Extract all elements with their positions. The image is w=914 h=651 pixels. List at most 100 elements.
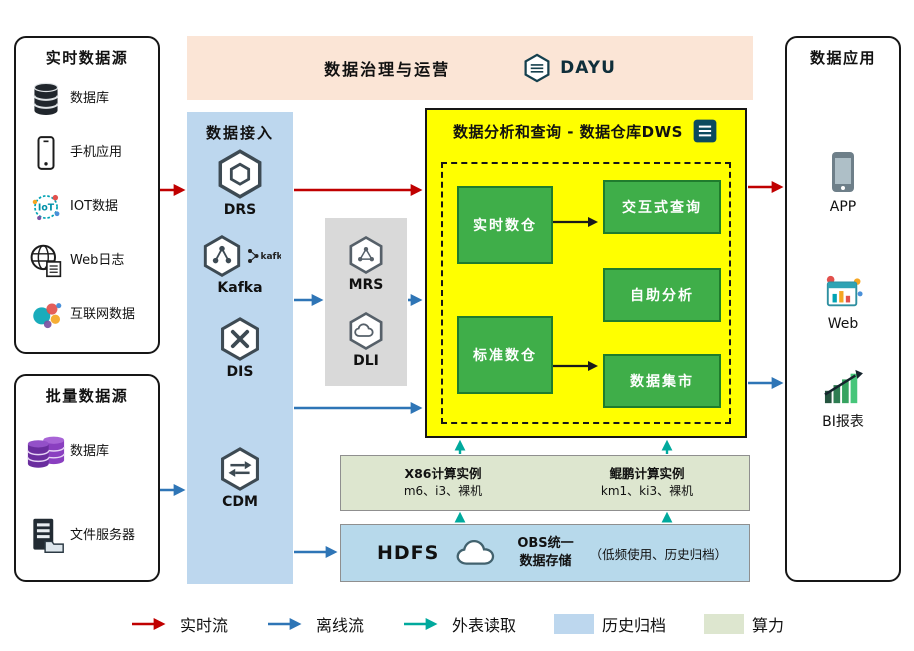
governance-banner: 数据治理与运营 DAYU xyxy=(187,36,753,100)
realtime-sources-title: 实时数据源 xyxy=(45,49,129,67)
source-item-database-batch: 数据库 xyxy=(22,410,156,494)
realtime-sources-panel: 实时数据源 数据库 xyxy=(14,36,160,354)
internet-data-icon xyxy=(22,298,70,332)
batch-sources-title: 批量数据源 xyxy=(45,387,129,405)
database-purple-icon xyxy=(22,433,70,471)
legend-label: 离线流 xyxy=(315,616,364,635)
ingestion-item-kafka: kafka Kafka xyxy=(187,234,293,296)
source-item-internet-data: 互联网数据 xyxy=(22,288,156,342)
app-icon xyxy=(832,152,854,192)
ingestion-item-cdm: CDM xyxy=(187,446,293,510)
source-item-label: Web日志 xyxy=(70,252,125,268)
cell-interactive-query: 交互式查询 xyxy=(603,180,721,234)
source-item-database: 数据库 xyxy=(22,72,156,126)
source-item-weblog: Web日志 xyxy=(22,234,156,288)
source-item-label: IOT数据 xyxy=(70,198,119,214)
compute-panel: X86计算实例 m6、i3、裸机 鲲鹏计算实例 km1、ki3、裸机 xyxy=(340,455,750,511)
kafka-icon xyxy=(203,235,240,277)
obs-storage-note: （低频使用、历史归档） xyxy=(589,546,728,562)
history-archive-swatch xyxy=(554,614,594,634)
phone-icon xyxy=(22,135,70,171)
source-item-label: 互联网数据 xyxy=(70,306,136,322)
middleware-item-mrs: MRS xyxy=(346,235,386,293)
compute-group-kunpeng: 鲲鹏计算实例 km1、ki3、裸机 xyxy=(545,456,749,510)
application-item-app: APP xyxy=(787,150,899,215)
iot-icon: IoT xyxy=(22,190,70,224)
obs-cloud-icon xyxy=(456,539,495,565)
source-item-label: 文件服务器 xyxy=(70,527,136,543)
bi-report-icon xyxy=(824,369,863,404)
source-item-file-server: 文件服务器 xyxy=(22,494,156,578)
compute-group-name: X86计算实例 xyxy=(404,466,482,482)
source-item-mobile-app: 手机应用 xyxy=(22,126,156,180)
application-item-label: Web xyxy=(827,316,859,332)
compute-group-name: 鲲鹏计算实例 xyxy=(609,466,685,482)
file-server-icon xyxy=(22,517,70,555)
application-item-label: BI报表 xyxy=(822,414,864,430)
realtime-flow-arrow-icon xyxy=(131,618,166,630)
mrs-icon xyxy=(349,236,383,275)
data-ingestion-panel: 数据接入 DRS xyxy=(187,112,293,584)
compute-group-spec: m6、i3、裸机 xyxy=(403,484,483,499)
ingestion-item-label: CDM xyxy=(222,494,258,510)
ingestion-item-dis: DIS xyxy=(187,316,293,380)
application-item-label: APP xyxy=(829,199,857,215)
drs-icon xyxy=(218,149,262,199)
storage-panel: HDFS OBS统一 数据存储 （低频使用、历史归档） xyxy=(340,524,750,582)
web-icon xyxy=(826,275,863,307)
dws-title: 数据分析和查询 - 数据仓库DWS xyxy=(453,122,683,141)
middleware-item-label: MRS xyxy=(348,277,384,294)
application-item-bi: BI报表 xyxy=(787,368,899,431)
legend-item-offline-flow: 离线流 xyxy=(266,612,364,636)
legend: 实时流 离线流 外表读取 历史归档 算力 xyxy=(0,612,914,636)
weblog-icon xyxy=(22,243,70,279)
cell-data-mart: 数据集市 xyxy=(603,354,721,408)
legend-item-realtime-flow: 实时流 xyxy=(130,612,228,636)
data-applications-panel: 数据应用 APP Web xyxy=(785,36,901,582)
hdfs-label: HDFS xyxy=(377,542,440,564)
cell-self-analysis: 自助分析 xyxy=(603,268,721,322)
legend-label: 外表读取 xyxy=(451,616,516,635)
legend-item-history-archive: 历史归档 xyxy=(554,612,666,636)
database-icon xyxy=(22,81,70,117)
offline-flow-arrow-icon xyxy=(267,618,302,630)
batch-sources-panel: 批量数据源 数据库 xyxy=(14,374,160,582)
legend-label: 实时流 xyxy=(179,616,228,635)
source-item-iot: IoT IOT数据 xyxy=(22,180,156,234)
svg-text:IoT: IoT xyxy=(38,202,55,213)
dayu-icon xyxy=(524,53,550,83)
compute-group-spec: km1、ki3、裸机 xyxy=(600,484,694,499)
source-item-label: 数据库 xyxy=(70,90,110,106)
cell-realtime-warehouse: 实时数仓 xyxy=(457,186,553,264)
dayu-logo: DAYU xyxy=(522,53,616,83)
application-item-web: Web xyxy=(787,273,899,332)
dws-inner-frame xyxy=(441,162,731,424)
dws-panel: 数据分析和查询 - 数据仓库DWS 实时数仓 标准数仓 交互式查询 自助分析 数… xyxy=(425,108,747,438)
middleware-item-dli: DLI xyxy=(346,311,386,369)
middleware-panel: MRS DLI xyxy=(325,218,407,386)
obs-storage-title: OBS统一 数据存储 xyxy=(517,536,574,569)
ingestion-item-label: Kafka xyxy=(217,280,263,296)
data-applications-title: 数据应用 xyxy=(809,49,876,67)
dws-document-icon xyxy=(693,119,717,143)
data-ingestion-title: 数据接入 xyxy=(205,124,274,142)
cell-standard-warehouse: 标准数仓 xyxy=(457,316,553,394)
compute-power-swatch xyxy=(704,614,745,634)
ingestion-item-label: DRS xyxy=(223,202,257,218)
legend-item-external-read: 外表读取 xyxy=(402,612,516,636)
governance-title: 数据治理与运营 xyxy=(324,60,451,79)
ingestion-item-drs: DRS xyxy=(187,148,293,218)
legend-label: 算力 xyxy=(752,616,785,635)
kafka-logo: kafka xyxy=(247,249,281,263)
middleware-item-label: DLI xyxy=(353,352,379,369)
ingestion-item-label: DIS xyxy=(226,364,254,380)
source-item-label: 数据库 xyxy=(70,443,110,459)
dis-icon xyxy=(221,317,259,361)
external-read-arrow-icon xyxy=(403,618,438,630)
dayu-logo-text: DAYU xyxy=(560,58,616,78)
source-item-label: 手机应用 xyxy=(70,144,123,160)
legend-item-compute-power: 算力 xyxy=(704,612,784,636)
svg-text:kafka: kafka xyxy=(260,252,281,262)
compute-group-x86: X86计算实例 m6、i3、裸机 xyxy=(341,456,545,510)
